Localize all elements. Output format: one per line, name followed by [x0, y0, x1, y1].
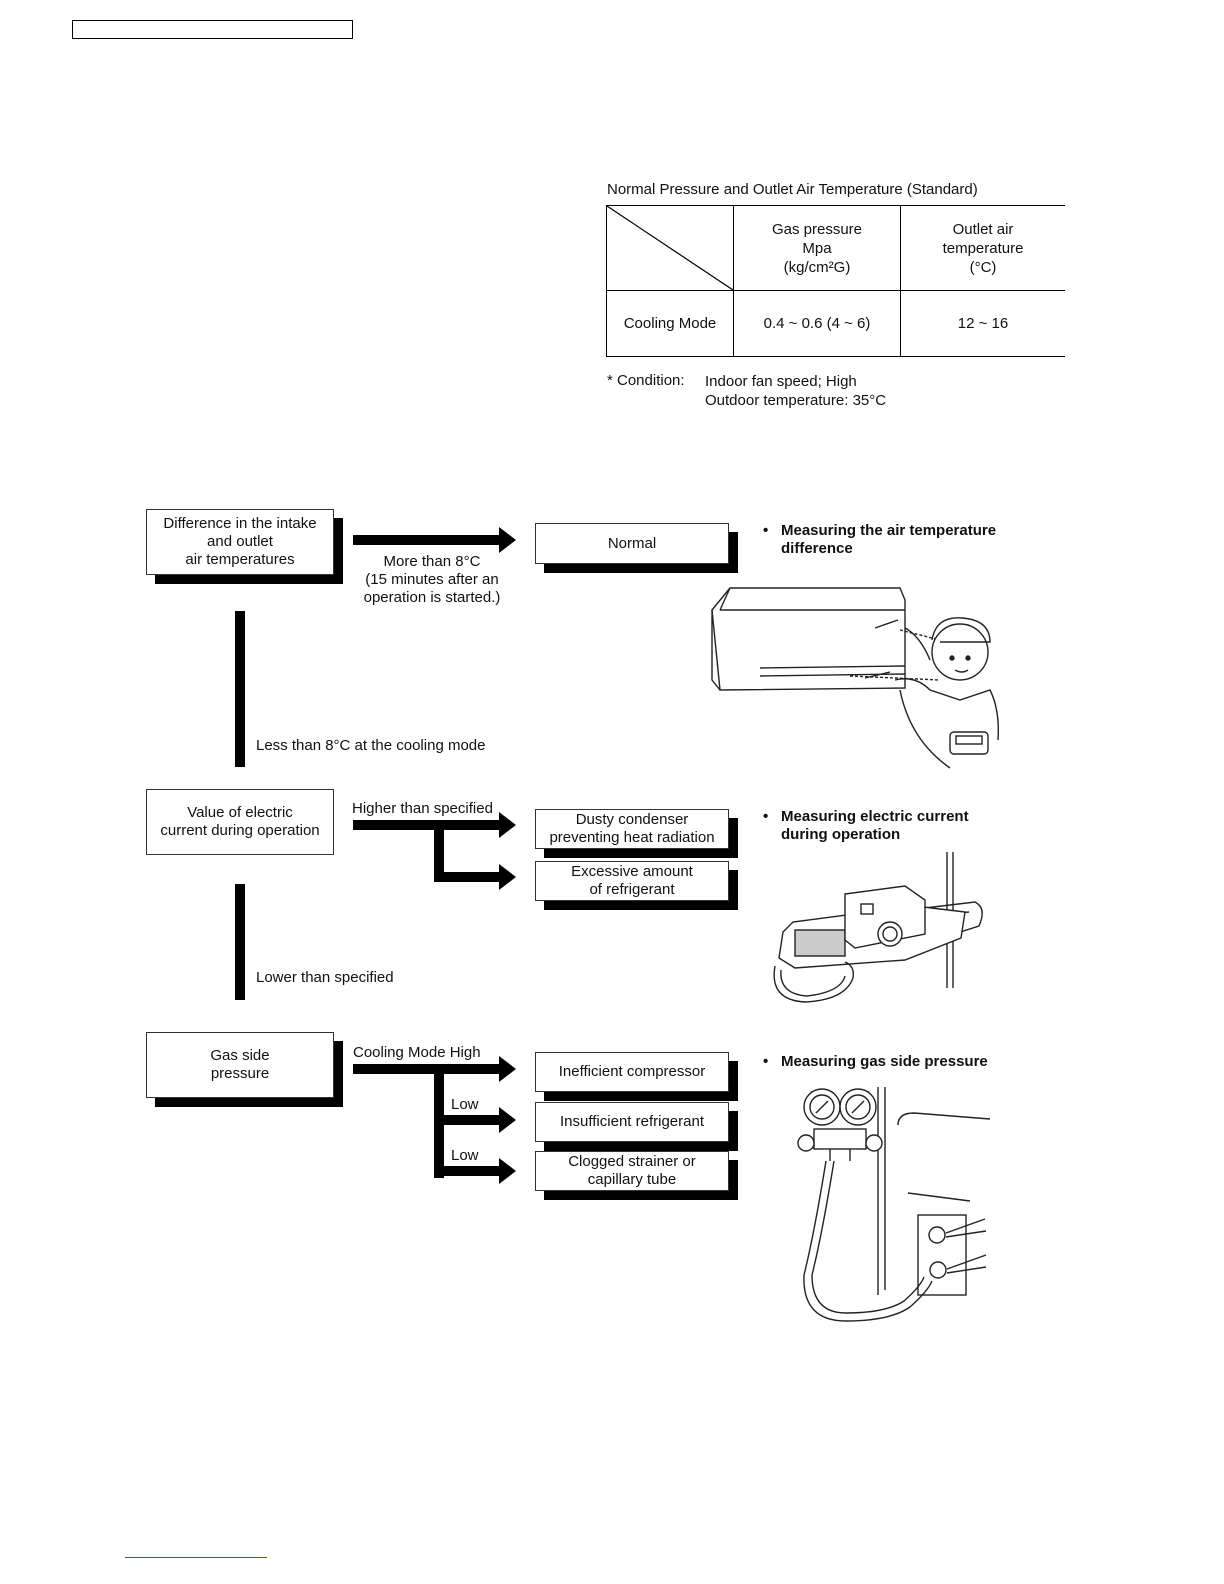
down-bar-2 [235, 884, 245, 1000]
technician-measuring-indoor-unit-illustration [711, 587, 1000, 769]
footer-link-line [125, 1557, 267, 1558]
bullet-1: • [763, 522, 769, 539]
diagonal-cell [606, 205, 734, 291]
arrow-step3-head1 [499, 1056, 516, 1082]
label-low-1: Low [451, 1096, 479, 1113]
bullet-2: • [763, 808, 769, 825]
note-gas-pressure: • Measuring gas side pressure [763, 1053, 988, 1071]
note-electric-current-text: Measuring electric current during operat… [781, 808, 969, 843]
condition-line-2: Outdoor temperature: 35°C [705, 392, 887, 409]
header-box [72, 20, 353, 39]
arrow-step2-shaft2 [434, 872, 501, 882]
note-air-temp-text: Measuring the air temperature difference [781, 522, 997, 557]
label-higher-than-specified: Higher than specified [352, 800, 493, 817]
box-gas-side-pressure: Gas side pressure [146, 1032, 334, 1098]
box-inefficient-compressor: Inefficient compressor [535, 1052, 729, 1092]
note-electric-current: • Measuring electric current during opera… [763, 808, 969, 844]
box-dusty-condenser: Dusty condenser preventing heat radiatio… [535, 809, 729, 849]
spec-table: Gas pressure Mpa (kg/cm²G) Outlet air te… [606, 205, 1065, 357]
arrow-step1-shaft [353, 535, 501, 545]
cell-outlet-temp: 12 ~ 16 [900, 290, 1065, 357]
header-gas-pressure: Gas pressure Mpa (kg/cm²G) [733, 205, 901, 291]
label-lower-than-specified: Lower than specified [256, 969, 394, 986]
box-excessive-refrigerant: Excessive amount of refrigerant [535, 861, 729, 901]
box-clogged-strainer: Clogged strainer or capillary tube [535, 1151, 729, 1191]
down-bar-1 [235, 611, 245, 767]
label-low-2: Low [451, 1147, 479, 1164]
box-electric-current: Value of electric current during operati… [146, 789, 334, 855]
arrow-step2-head2 [499, 864, 516, 890]
diagonal-line [607, 206, 733, 290]
arrow-step3-head3 [499, 1158, 516, 1184]
note-gas-pressure-text: Measuring gas side pressure [781, 1053, 988, 1070]
arrow-step2-shaft [353, 820, 501, 830]
condition-label: * Condition: [607, 372, 685, 389]
label-more-than-8c: More than 8°C (15 minutes after an opera… [363, 553, 501, 606]
arrow-step3-shaft2 [434, 1115, 501, 1125]
cell-mode: Cooling Mode [606, 290, 734, 357]
arrow-step3-shaft3 [434, 1166, 501, 1176]
clamp-meter-illustration [773, 852, 983, 1003]
table-title: Normal Pressure and Outlet Air Temperatu… [607, 181, 978, 198]
cell-gas-pressure: 0.4 ~ 0.6 (4 ~ 6) [733, 290, 901, 357]
condition-line-1: Indoor fan speed; High [705, 373, 857, 390]
box-air-temp-difference: Difference in the intake and outlet air … [146, 509, 334, 575]
box-normal: Normal [535, 523, 729, 564]
arrow-step3-shaft [353, 1064, 501, 1074]
bullet-3: • [763, 1053, 769, 1070]
arrow-step3-head2 [499, 1107, 516, 1133]
gauge-manifold-illustration [797, 1087, 990, 1322]
note-air-temp: • Measuring the air temperature differenc… [763, 522, 997, 558]
header-outlet-temp: Outlet air temperature (°C) [900, 205, 1065, 291]
condition-text: Indoor fan speed; High Outdoor temperatu… [705, 372, 886, 410]
box-insufficient-refrigerant: Insufficient refrigerant [535, 1102, 729, 1142]
arrow-step1-head [499, 527, 516, 553]
label-cooling-mode-high: Cooling Mode High [353, 1044, 481, 1061]
label-less-than-8c: Less than 8°C at the cooling mode [256, 737, 486, 754]
arrow-step2-branch [434, 825, 444, 882]
arrow-step2-head1 [499, 812, 516, 838]
